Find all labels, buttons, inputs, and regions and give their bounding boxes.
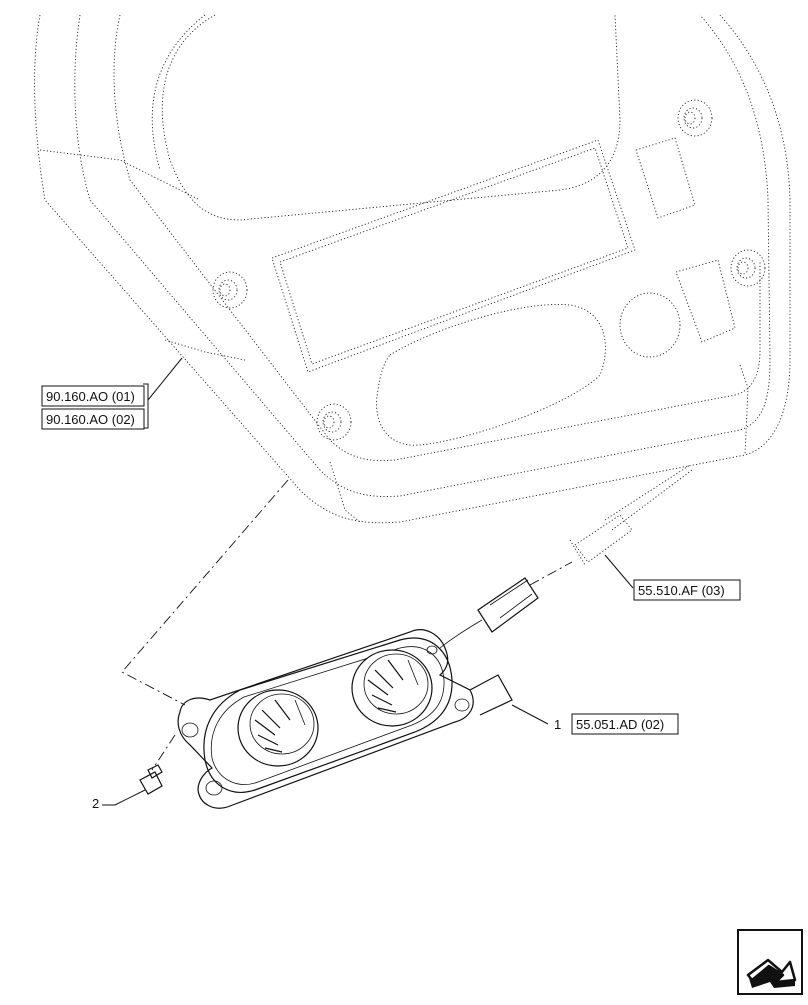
harness-connector-mating [569,464,693,566]
wire-pigtail [439,619,483,649]
heater-control-unit [177,577,539,809]
alignment-line-screw [151,734,176,771]
mounting-boss [212,271,248,309]
mounting-boss [730,249,766,287]
leader-55-510-af [604,554,634,589]
wire-bundle-tab [469,674,513,716]
pigtail-connector [477,577,539,633]
reference-label: 55.051.AD (02) [576,717,664,732]
leader-90-160-ao [147,357,183,401]
callout-number-2: 2 [92,796,99,811]
leader-item-1 [511,704,549,725]
temperature-knob [237,689,319,767]
callout-number-1: 1 [554,717,561,732]
leader-item-2 [102,789,146,806]
reference-label: 90.160.AO (02) [46,412,135,427]
mounting-boss [316,403,352,441]
fan-speed-knob [351,649,433,727]
reference-bracket-90-160-ao [143,383,149,429]
alignment-line-connector [529,561,573,586]
reference-label: 55.510.AF (03) [638,583,725,598]
reference-box-55-051-ad-02: 55.051.AD (02) [571,713,679,735]
reference-box-90-160-ao-02: 90.160.AO (02) [41,408,145,430]
mounting-boss [677,99,713,137]
mounting-screw [139,764,163,795]
reference-box-55-510-af-03: 55.510.AF (03) [633,579,741,601]
cab-headliner-panel [34,14,791,524]
reference-label: 90.160.AO (01) [46,389,135,404]
next-page-arrow-icon[interactable] [737,929,803,995]
reference-box-90-160-ao-01: 90.160.AO (01) [41,385,145,407]
alignment-line-mount [121,479,289,706]
